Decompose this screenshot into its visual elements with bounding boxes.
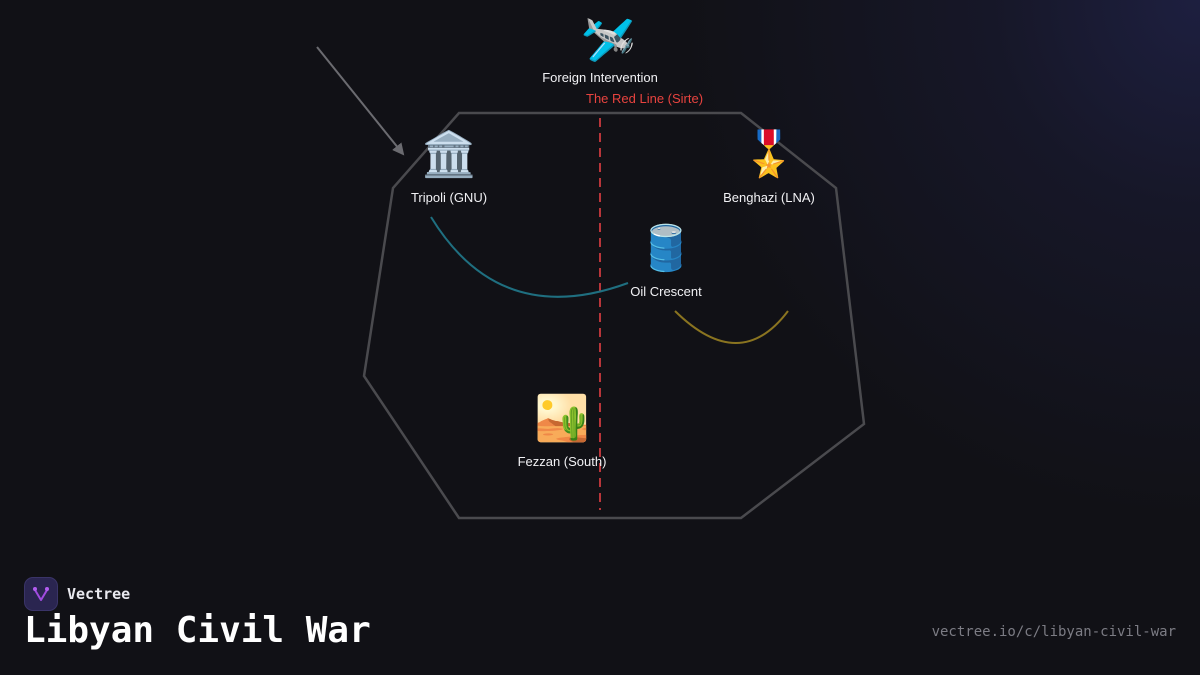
node-fezzan[interactable]: 🏜️ Fezzan (South) (518, 394, 607, 471)
brand-name: Vectree (67, 585, 131, 603)
edge-tripoli-to-oil (430, 216, 629, 298)
node-label: Oil Crescent (630, 284, 702, 299)
edge-foreign-to-tripoli (316, 46, 405, 156)
node-label: Tripoli (GNU) (410, 190, 488, 205)
node-label: Fezzan (South) (517, 454, 607, 469)
airplane-icon: 🛩️ (580, 16, 636, 65)
node-oil-crescent[interactable]: 🛢️ Oil Crescent (630, 224, 702, 301)
region-outline (362, 111, 866, 520)
classical-building-icon: 🏛️ (421, 130, 477, 179)
red-line-label: The Red Line (Sirte) (586, 91, 704, 106)
node-label: Benghazi (LNA) (723, 190, 815, 205)
node-tripoli[interactable]: 🏛️ Tripoli (GNU) (411, 130, 487, 207)
brand: Vectree (24, 577, 130, 611)
edge-oil-to-benghazi (674, 310, 789, 344)
vectree-logo-icon (24, 577, 58, 611)
page-url[interactable]: vectree.io/c/libyan-civil-war (931, 624, 1176, 640)
military-medal-icon: 🎖️ (741, 130, 797, 179)
oil-drum-icon: 🛢️ (638, 224, 694, 273)
node-label: Foreign Intervention (542, 70, 658, 85)
node-foreign-intervention[interactable]: 🛩️ Foreign Intervention (542, 16, 666, 87)
node-benghazi[interactable]: 🎖️ Benghazi (LNA) (723, 130, 815, 207)
page-title: Libyan Civil War (24, 610, 371, 651)
desert-icon: 🏜️ (534, 394, 590, 443)
